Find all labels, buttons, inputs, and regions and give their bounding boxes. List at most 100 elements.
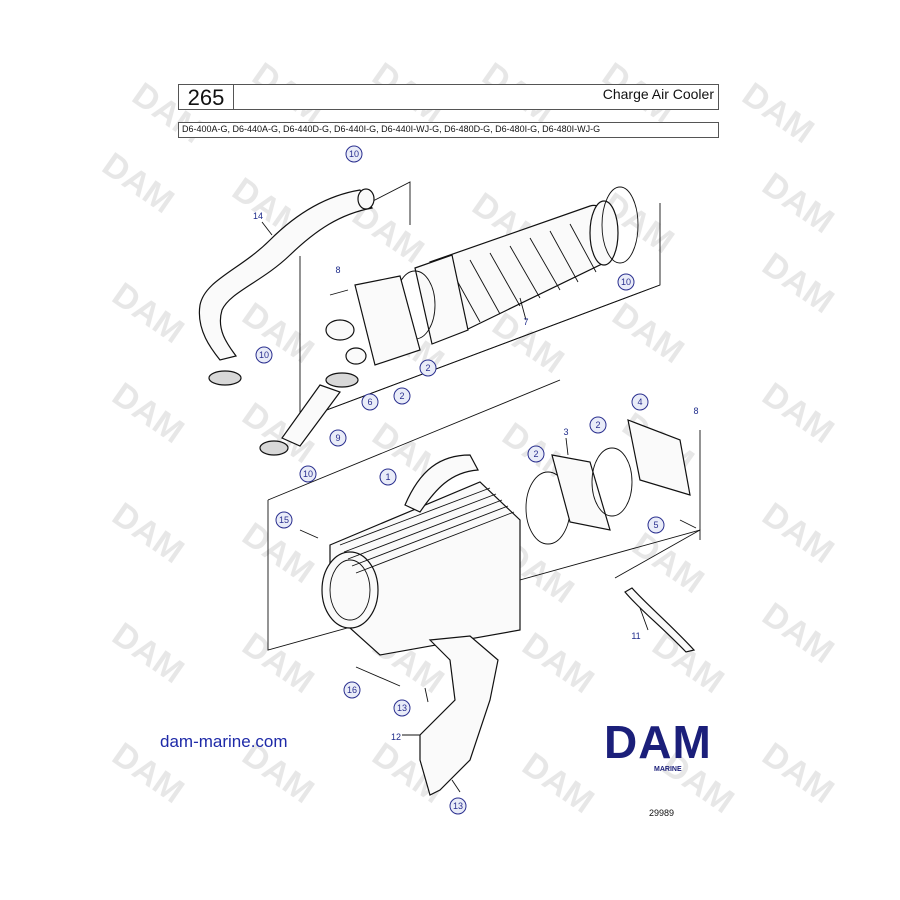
watermark-text: DAM	[105, 275, 190, 351]
part-callout-label: 12	[391, 732, 401, 742]
part-callout-label: 2	[533, 449, 538, 459]
watermark-text: DAM	[755, 595, 840, 671]
logo-text: DAM	[604, 716, 712, 768]
callout-circle	[275, 511, 293, 529]
bolt-16	[355, 666, 401, 687]
watermark-text: DAM	[235, 515, 320, 591]
mount-bracket	[419, 635, 499, 796]
callout-circle	[299, 465, 317, 483]
watermark-text: DAM	[515, 625, 600, 701]
part-callout-label: 1	[385, 472, 390, 482]
watermark-text: DAM	[625, 525, 710, 601]
cooler-fins	[449, 223, 597, 323]
part-callout-label: 9	[335, 433, 340, 443]
short-hose	[281, 384, 341, 447]
lower-frame-top	[267, 379, 561, 501]
callout-circle	[393, 699, 411, 717]
o-ring-right	[601, 186, 639, 264]
watermark-text: DAM	[645, 625, 730, 701]
page-number: 265	[179, 85, 234, 110]
watermark-text: DAM	[515, 745, 600, 821]
watermark-text: DAM	[235, 625, 320, 701]
callout-circle	[329, 429, 347, 447]
dam-logo: DAM MARINE	[604, 716, 712, 773]
callout-circle	[589, 416, 607, 434]
hose-end	[357, 188, 375, 210]
watermark-text: DAM	[755, 735, 840, 811]
model-list: D6-400A-G, D6-440A-G, D6-440D-G, D6-440I…	[182, 124, 601, 134]
model-list-row: D6-400A-G, D6-440A-G, D6-440D-G, D6-440I…	[178, 122, 719, 138]
header-table: 265 Charge Air Cooler	[178, 84, 719, 110]
housing-outlet	[325, 319, 355, 341]
drawing-number: 29989	[649, 808, 675, 818]
part-callout-label: 8	[693, 406, 698, 416]
callout-circle	[631, 393, 649, 411]
callout-circle	[449, 797, 467, 815]
drain-hose	[624, 587, 696, 653]
watermark-text: DAM	[105, 375, 190, 451]
bolt-13-upper	[424, 687, 429, 703]
page-title: Charge Air Cooler	[602, 86, 714, 102]
watermark-text: DAM	[755, 495, 840, 571]
part-callout-label: 10	[303, 469, 313, 479]
part-callout-label: 10	[621, 277, 631, 287]
watermark-text: DAM	[105, 495, 190, 571]
leader-3	[565, 437, 569, 456]
drain-leader	[614, 529, 701, 579]
part-callout-label: 6	[367, 397, 372, 407]
hose-clamp	[208, 370, 242, 386]
part-callout-label: 2	[399, 391, 404, 401]
leader-11	[639, 607, 649, 631]
bolt-13-lower	[451, 779, 461, 793]
part-callout-label: 10	[259, 350, 269, 360]
callout-circle	[419, 359, 437, 377]
core-end-plate	[414, 254, 469, 345]
housing-outlet-lower	[345, 347, 367, 365]
logo-subtitle: MARINE	[654, 766, 682, 773]
part-callout-label: 2	[595, 420, 600, 430]
o-ring-2b	[591, 447, 633, 517]
callout-circle	[647, 516, 665, 534]
sensor	[679, 519, 697, 529]
watermark-text: DAM	[95, 145, 180, 221]
watermark-text: DAM	[235, 295, 320, 371]
part-callout-label: 5	[653, 520, 658, 530]
bolt-8-upper	[329, 289, 349, 296]
watermark-text: DAM	[605, 295, 690, 371]
callout-circle	[379, 468, 397, 486]
flange-plate	[551, 454, 611, 531]
callout-circle	[343, 681, 361, 699]
part-callout-label: 4	[637, 397, 642, 407]
part-callout-label: 2	[425, 363, 430, 373]
part-callout-label: 10	[349, 149, 359, 159]
bolt-15	[299, 529, 319, 539]
upper-frame-line	[299, 284, 661, 421]
clamp-lower	[259, 440, 289, 456]
part-callout-label: 11	[631, 631, 640, 641]
body-inlet-inner	[329, 559, 371, 621]
callout-circle	[617, 273, 635, 291]
part-callout-label: 3	[563, 427, 568, 437]
body-ribs	[339, 487, 515, 574]
body-inlet	[321, 551, 379, 629]
leader-7	[519, 297, 527, 321]
callout-circle	[393, 387, 411, 405]
end-cover	[627, 419, 691, 496]
body-elbow	[404, 454, 479, 513]
website-link[interactable]: dam-marine.com	[160, 732, 288, 751]
watermark-text: DAM	[105, 615, 190, 691]
part-callout-label: 13	[453, 801, 463, 811]
callout-circle	[527, 445, 545, 463]
watermark-text: DAM	[755, 245, 840, 321]
callout-circle	[345, 145, 363, 163]
part-callout-label: 16	[347, 685, 357, 695]
part-callout-label: 13	[397, 703, 407, 713]
part-callout-label: 15	[279, 515, 289, 525]
watermark-text: DAM	[735, 75, 820, 151]
air-hose	[198, 189, 374, 361]
callout-circle	[361, 393, 379, 411]
watermark-text: DAM	[755, 165, 840, 241]
part-callout-label: 14	[253, 211, 263, 221]
watermark-text: DAM	[755, 375, 840, 451]
